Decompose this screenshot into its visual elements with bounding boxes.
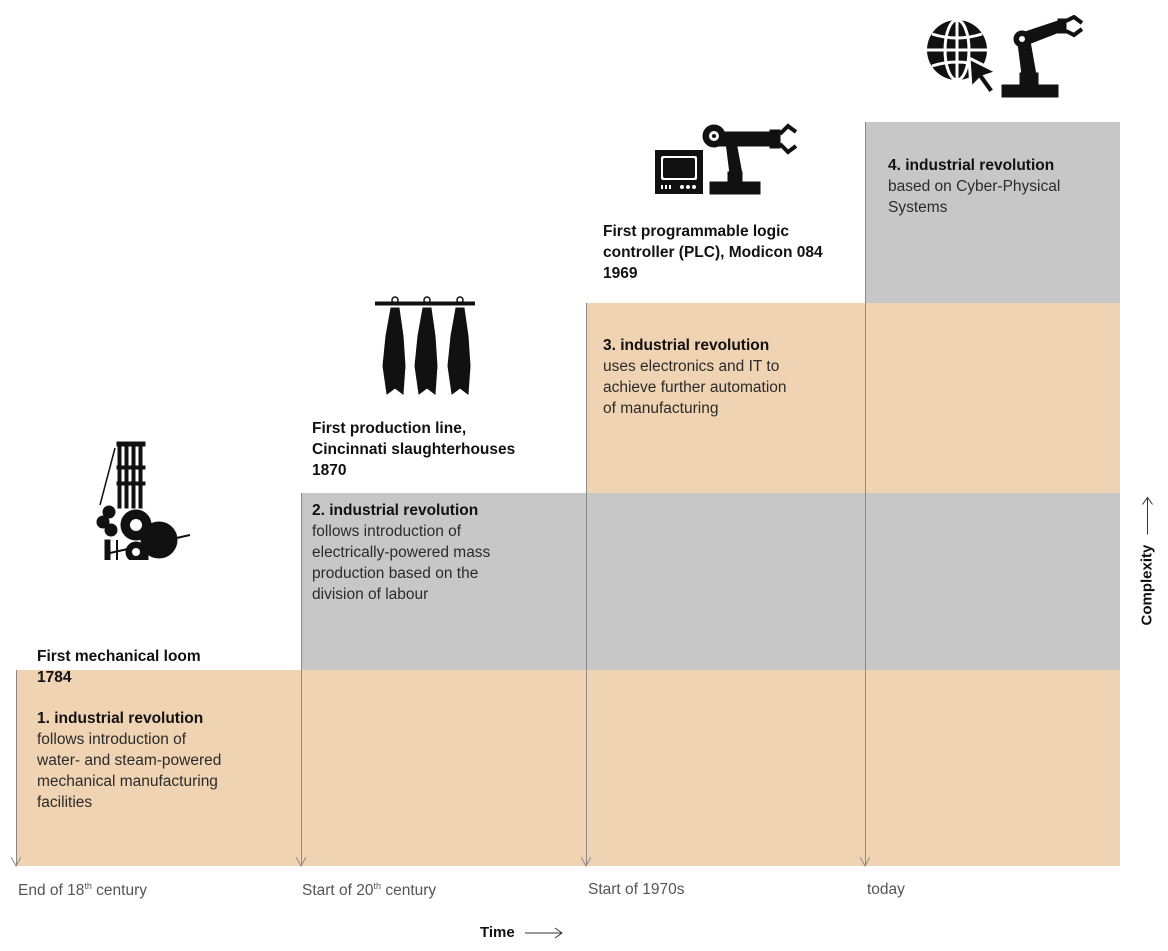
arrow-down-icon [860,857,870,867]
revolution-4-text: 4. industrial revolution based on Cyber-… [888,157,1061,216]
divider-line-2 [301,493,302,866]
era-label-1: End of 18th century [18,881,148,900]
arrow-down-icon [11,857,21,867]
robot-arm-icon [702,123,798,195]
era-label-3: Start of 1970s [588,881,685,898]
robot-arm-icon [1001,15,1084,98]
era-label-2: Start of 20th century [302,881,437,900]
milestone-production-line-label: First production line, Cincinnati slaugh… [312,420,516,479]
stage-2-block [302,493,1120,670]
revolution-2-text: 2. industrial revolution follows introdu… [312,502,491,603]
revolution-3-text: 3. industrial revolution uses electronic… [603,337,787,417]
y-axis-label: Complexity [1139,494,1156,626]
plc-monitor-icon [655,150,703,194]
divider-line-1 [16,670,17,866]
stage-4-block [866,122,1120,303]
milestone-loom-label: First mechanical loom 1784 [37,648,201,686]
slaughterhouse-carcasses-icon [375,296,475,395]
arrow-right-icon [524,927,563,939]
revolution-1-text: 1. industrial revolution follows introdu… [37,710,222,811]
x-axis-label: Time [480,924,565,941]
divider-line-4 [865,122,866,866]
arrow-down-icon [296,857,306,867]
arrow-up-icon [1142,496,1153,535]
arrow-down-icon [581,857,591,867]
stage-3-block [587,303,1120,493]
globe-cursor-icon [927,18,1001,97]
stage-1-block [17,670,1120,866]
divider-line-3 [586,303,587,866]
milestone-plc-label: First programmable logic controller (PLC… [603,223,823,282]
era-label-4: today [867,881,905,898]
loom-icon [96,441,191,560]
